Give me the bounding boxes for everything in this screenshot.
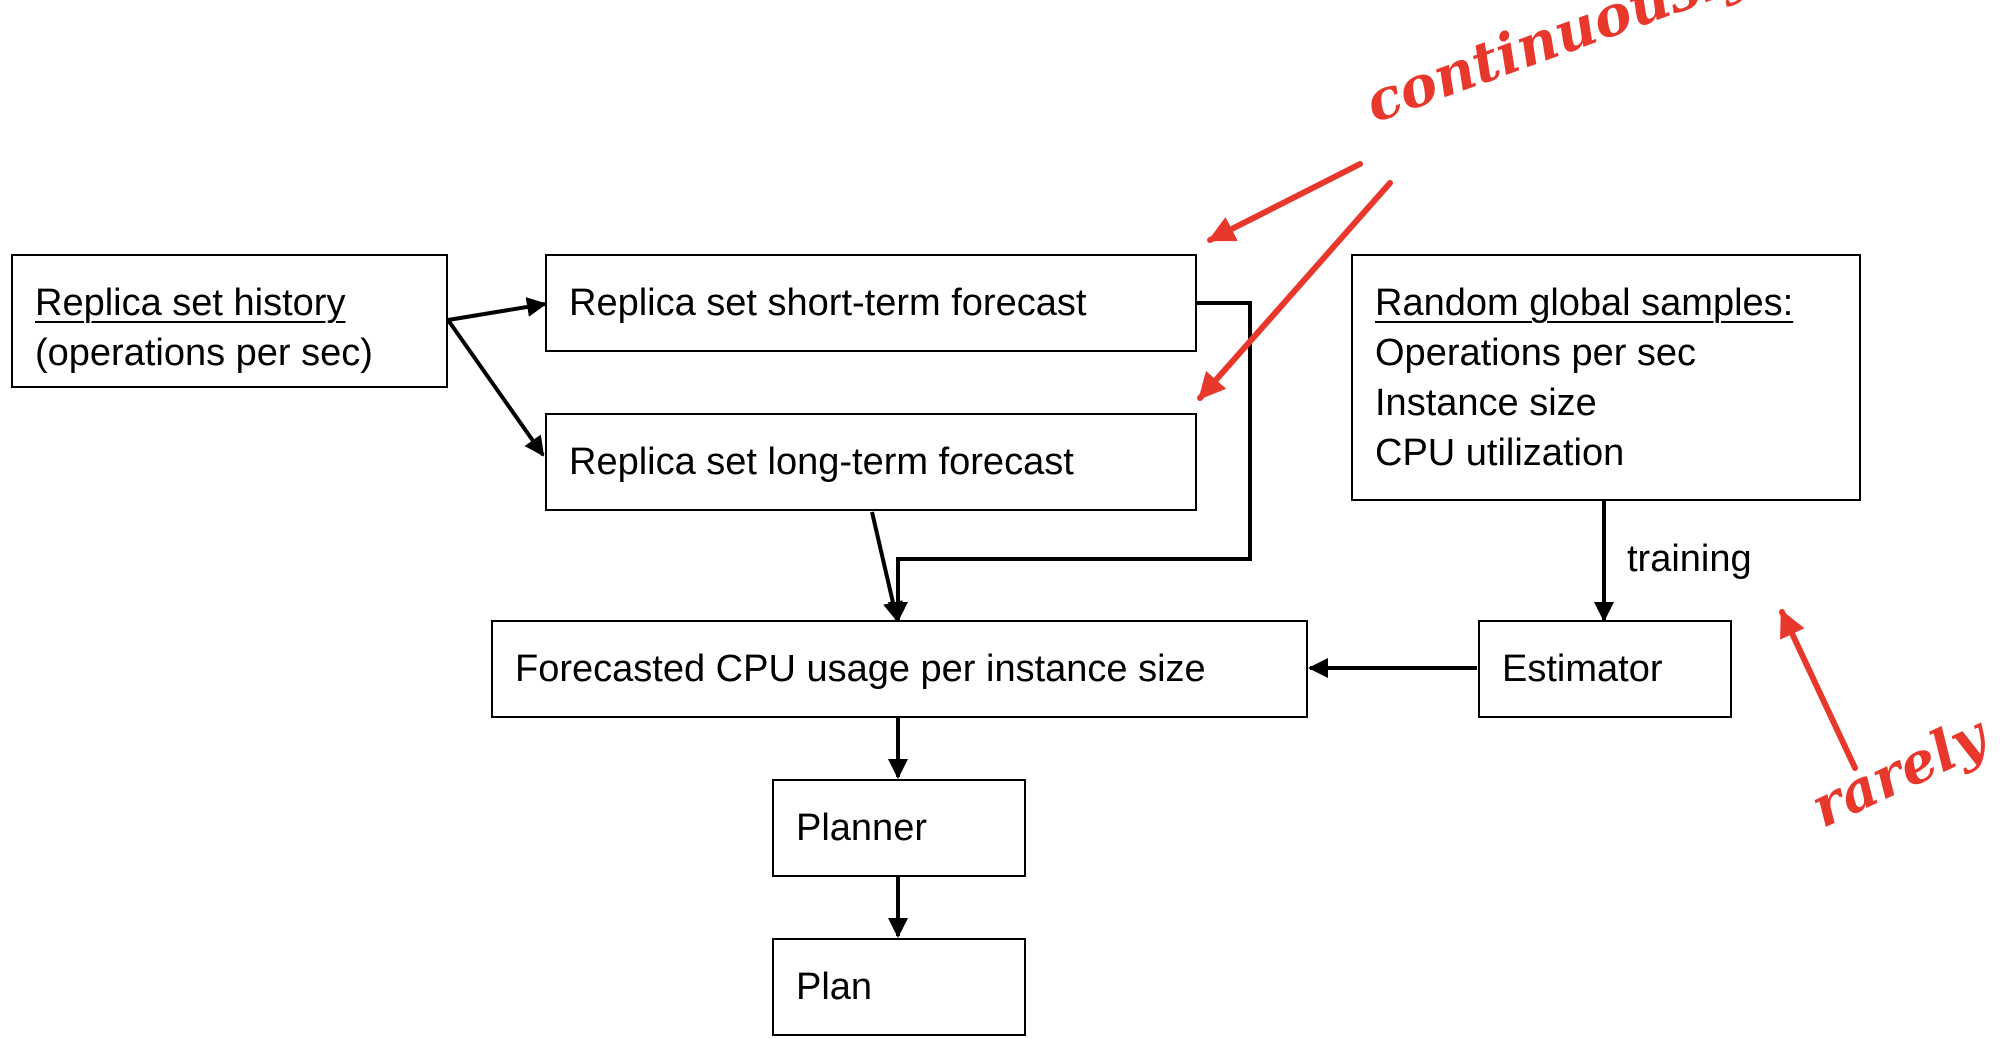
long-term-forecast-label: Replica set long-term forecast xyxy=(569,441,1074,483)
estimator-box: Estimator xyxy=(1478,620,1732,718)
annotation-arrow-continuously-long xyxy=(1197,180,1393,401)
long-term-forecast-box: Replica set long-term forecast xyxy=(545,413,1197,511)
plan-box: Plan xyxy=(772,938,1026,1036)
replica-set-history-subtitle: (operations per sec) xyxy=(35,332,373,374)
planner-box: Planner xyxy=(772,779,1026,877)
samples-item-instance-size: Instance size xyxy=(1375,382,1597,424)
replica-set-history-box: Replica set history (operations per sec) xyxy=(11,254,448,388)
forecasted-cpu-usage-box: Forecasted CPU usage per instance size xyxy=(491,620,1308,718)
random-global-samples-box: Random global samples: Operations per se… xyxy=(1351,254,1861,501)
forecasted-cpu-usage-label: Forecasted CPU usage per instance size xyxy=(515,648,1206,690)
short-term-forecast-box: Replica set short-term forecast xyxy=(545,254,1197,352)
training-edge-label: training xyxy=(1627,538,1752,580)
edge-history-to-short-term xyxy=(447,297,547,322)
replica-set-history-title: Replica set history xyxy=(35,282,346,324)
edge-long-term-to-forecast xyxy=(870,511,903,622)
estimator-label: Estimator xyxy=(1502,648,1663,690)
planner-label: Planner xyxy=(796,807,927,849)
plan-label: Plan xyxy=(796,966,873,1008)
annotation-arrow-continuously-short xyxy=(1207,161,1363,243)
edge-short-term-to-forecast xyxy=(888,301,1252,622)
samples-item-cpu-utilization: CPU utilization xyxy=(1375,432,1625,474)
samples-title: Random global samples: xyxy=(1375,282,1794,324)
annotation-arrow-rarely xyxy=(1779,609,1858,771)
samples-item-operations: Operations per sec xyxy=(1375,332,1697,374)
short-term-forecast-label: Replica set short-term forecast xyxy=(569,282,1087,324)
edge-history-to-long-term xyxy=(446,318,545,457)
